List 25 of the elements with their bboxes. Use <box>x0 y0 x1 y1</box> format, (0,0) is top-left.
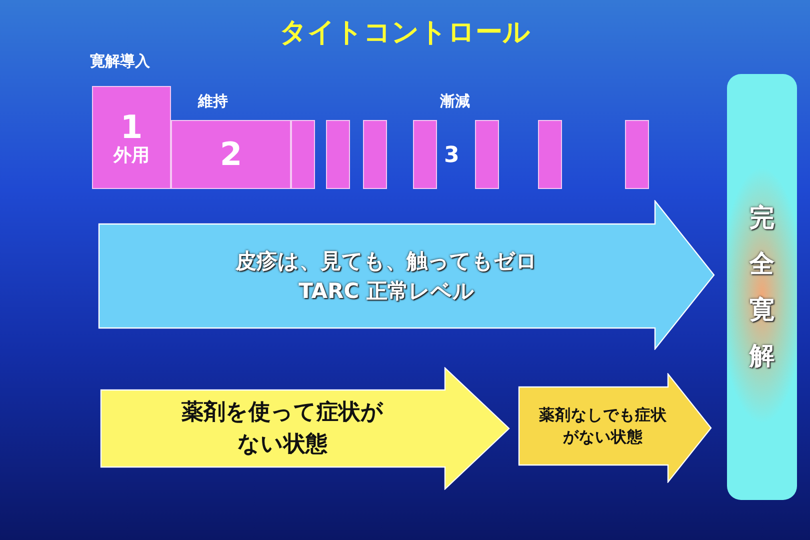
phase-bar <box>291 120 315 189</box>
phase-bar <box>625 120 649 189</box>
phase-number: 2 <box>220 136 242 173</box>
phase-label: 寛解導入 <box>90 52 150 71</box>
phase-bar <box>326 120 350 189</box>
phase-number: 1 <box>120 108 143 146</box>
arrow-banner <box>518 373 712 483</box>
phase-bar <box>363 120 387 189</box>
box-note: 外用 <box>114 146 150 166</box>
goal-text: 完全寛解 <box>748 202 776 372</box>
arrow-text: 薬剤なしでも症状がない状態 <box>538 404 668 448</box>
phase-bar <box>538 120 562 189</box>
phase-box <box>171 120 291 189</box>
title: タイトコントロール <box>278 16 532 50</box>
phase-label: 維持 <box>198 92 228 111</box>
arrow-text: 皮疹は、見ても、触ってもゼロ TARC 正常レベル <box>234 248 538 305</box>
arrow-banner <box>98 200 715 350</box>
phase-bar <box>475 120 499 189</box>
goal-box <box>727 74 797 500</box>
phase-label: 漸減 <box>440 92 470 111</box>
phase-bar <box>413 120 437 189</box>
phase-number: 3 <box>444 143 460 168</box>
phase-box <box>92 86 171 189</box>
arrow-banner <box>100 367 510 490</box>
arrow-text: 薬剤を使って症状がない状態 <box>180 398 384 458</box>
